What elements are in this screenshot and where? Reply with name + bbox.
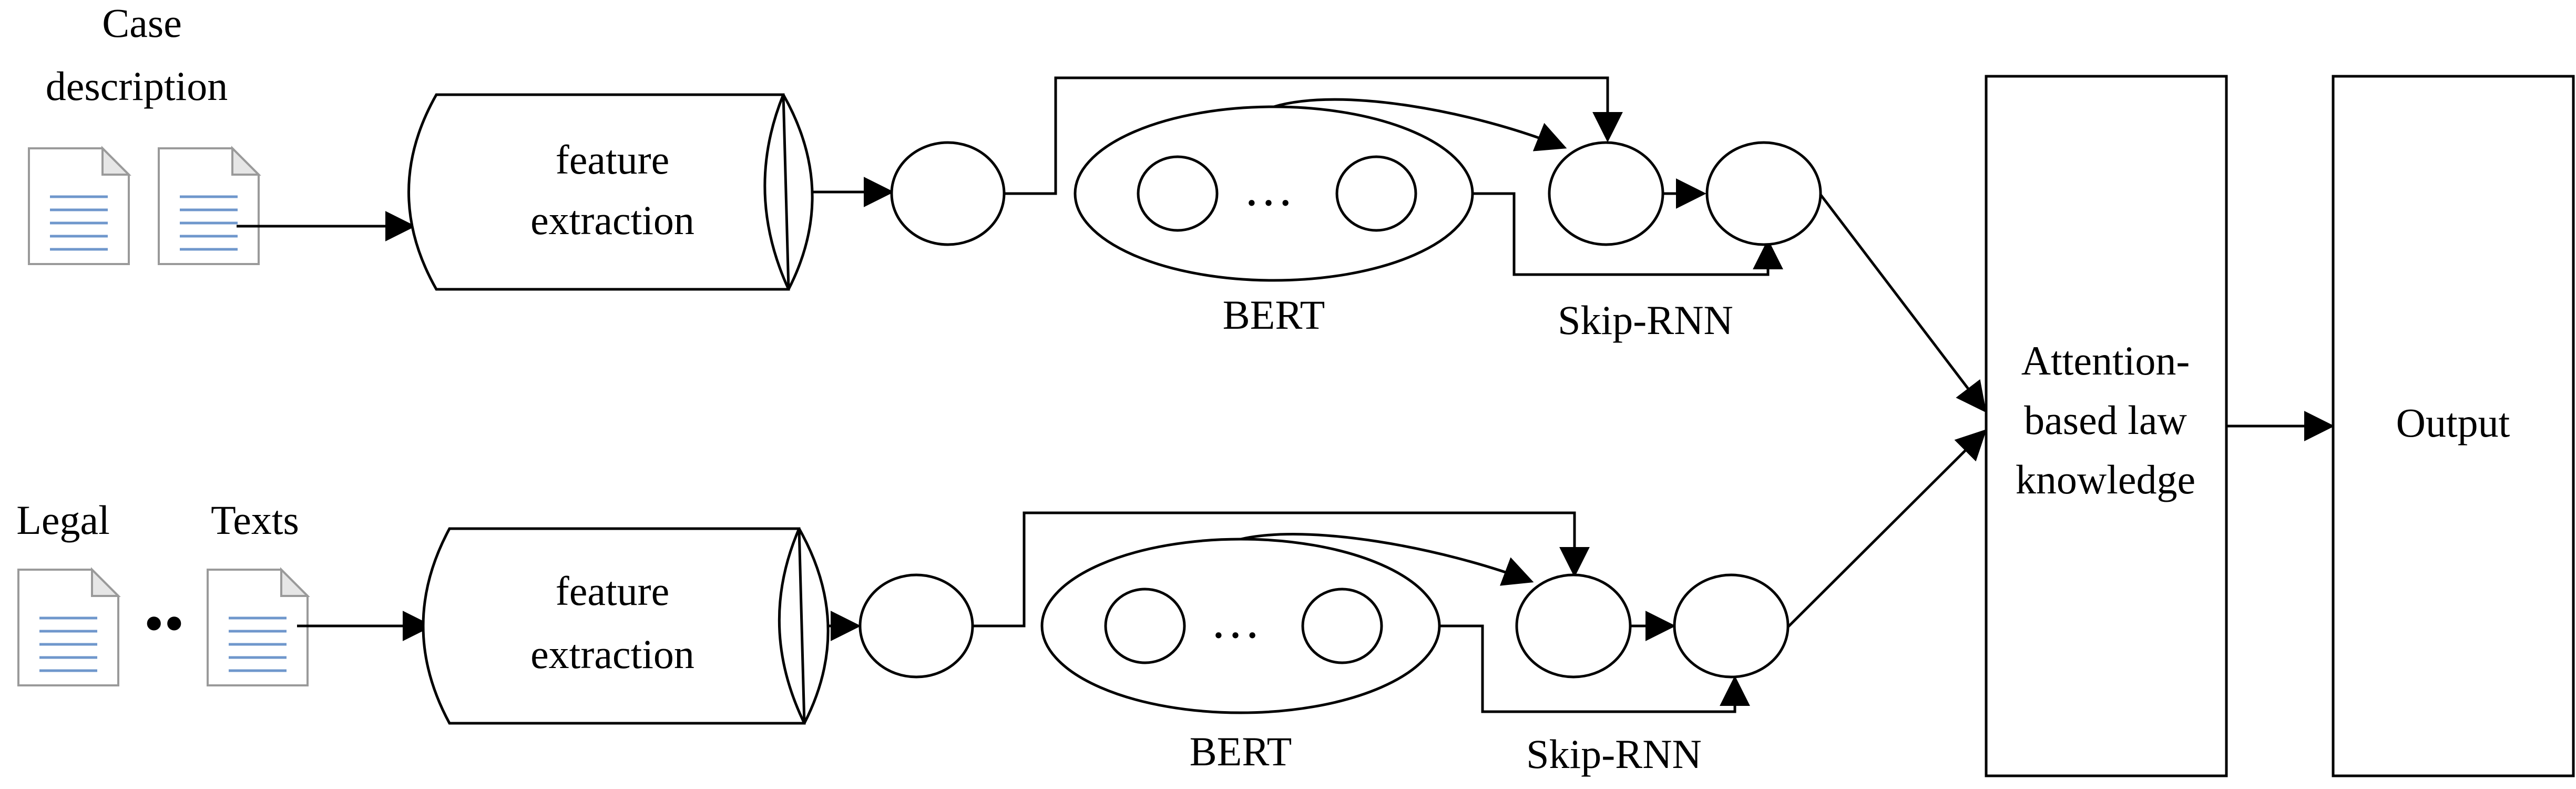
bert-block-bottom: … [1040,538,1441,714]
arrow-bert-to-output-node-top [1473,192,1783,276]
document-icon [18,570,118,685]
feature-extraction-bottom-line2: extraction [530,631,694,677]
arrow-bert-to-skiprnn-curve-top [1273,98,1567,151]
bert-token-node [1137,155,1219,232]
arrow-bottom-to-attention [1787,429,1987,628]
arrow-bert-to-skiprnn-curve-bottom [1240,533,1534,586]
case-label-line2: description [46,63,228,109]
input-node-top [890,141,1006,246]
bert-label-bottom: BERT [1190,729,1292,774]
output-label: Output [2396,400,2510,446]
bert-ellipsis-top: … [1243,160,1294,216]
branch-output-node-top [1705,141,1822,246]
arrow-top-to-attention [1819,194,1987,413]
texts-label: Texts [211,497,299,543]
input-node-bottom [858,573,974,679]
feature-extraction-top-line1: feature [556,137,669,183]
bert-token-node [1335,155,1417,232]
arrow-bert-to-output-node-bottom [1439,624,1750,713]
skiprnn-label-top: Skip-RNN [1558,297,1733,343]
skip-connection-bottom [973,511,1590,628]
attention-block: Attention- based law knowledge [1985,75,2228,777]
feature-extraction-top: feature extraction [407,93,814,291]
skip-connection-top [1004,76,1623,195]
bert-label-top: BERT [1223,292,1325,338]
feature-extraction-bottom: feature extraction [422,527,830,725]
bert-block-top: … [1074,105,1474,282]
attention-label-line3: knowledge [2016,457,2195,502]
bert-token-node [1301,588,1383,664]
branch-output-node-bottom [1673,573,1790,679]
skiprnn-node-top [1548,141,1664,246]
skiprnn-label-bottom: Skip-RNN [1526,731,1702,777]
document-icon [159,148,259,264]
attention-label-line1: Attention- [2021,338,2190,383]
documents-ellipsis: •• [144,591,184,655]
document-icon [29,148,129,264]
attention-label-line2: based law [2024,397,2187,443]
feature-extraction-top-line2: extraction [530,197,694,243]
document-icon [208,570,308,685]
output-block: Output [2332,75,2575,777]
feature-extraction-bottom-line1: feature [556,568,669,614]
skiprnn-node-bottom [1515,573,1632,679]
bert-token-node [1104,588,1186,664]
case-label-line1: Case [102,0,182,46]
bert-ellipsis-bottom: … [1210,592,1261,649]
legal-label: Legal [16,497,110,543]
